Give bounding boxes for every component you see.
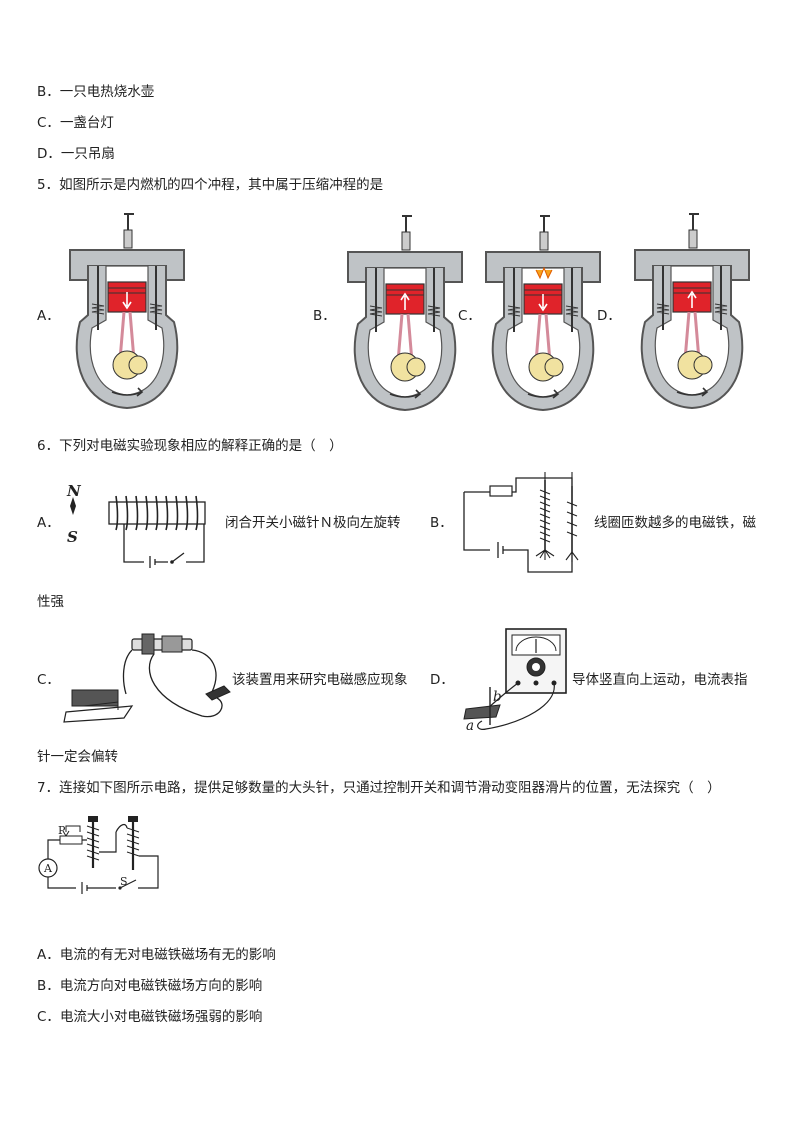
q6-option-b-letter: B． — [430, 515, 453, 531]
engine-b-figure — [347, 215, 463, 412]
wire-label-a: a — [466, 718, 475, 734]
q6-option-c-letter: C． — [37, 672, 60, 688]
ammeter-induction-figure — [463, 628, 567, 730]
generator-apparatus-figure — [63, 633, 231, 723]
q6-option-d-cont: 针一定会偏转 — [37, 749, 118, 765]
solenoid-circuit-figure — [70, 495, 206, 568]
q7-stem: 7．连接如下图所示电路，提供足够数量的大头针，只通过控制开关和调节滑动变阻器滑片… — [37, 780, 721, 796]
q5-option-d: D． — [597, 308, 621, 324]
q7-option-a: A．电流的有无对电磁铁磁场有无的影响 — [37, 947, 276, 963]
q6-option-a-letter: A． — [37, 515, 60, 531]
q4-option-b: B．一只电热烧水壶 — [37, 84, 155, 100]
engine-d-figure — [634, 213, 750, 410]
q6-option-c-text: 该装置用来研究电磁感应现象 — [232, 672, 408, 688]
q4-option-c: C．一盏台灯 — [37, 115, 114, 131]
q7-option-b: B．电流方向对电磁铁磁场方向的影响 — [37, 978, 263, 994]
engine-a-figure — [69, 213, 185, 410]
q7-circuit-figure — [38, 816, 159, 894]
q5-option-c: C． — [458, 308, 481, 324]
q5-stem: 5．如图所示是内燃机的四个冲程，其中属于压缩冲程的是 — [37, 177, 384, 193]
q5-option-b: B． — [313, 308, 336, 324]
q6-option-b-cont: 性强 — [37, 594, 64, 610]
q6-option-d-text: 导体竖直向上运动，电流表指 — [572, 672, 748, 688]
q7-option-c: C．电流大小对电磁铁磁场强弱的影响 — [37, 1009, 263, 1025]
ammeter-a-label: A — [44, 862, 52, 875]
compass-n-label: N — [67, 482, 81, 500]
q6-option-d-letter: D． — [430, 672, 454, 688]
compass-s-label: S — [67, 528, 78, 546]
switch-s-label: S — [120, 875, 128, 888]
slider-p-label: P — [58, 824, 66, 837]
q6-stem: 6．下列对电磁实验现象相应的解释正确的是（ ） — [37, 438, 343, 454]
engine-c-figure — [485, 215, 601, 412]
electromagnet-compare-figure — [463, 472, 579, 573]
q6-option-a-text: 闭合开关小磁针Ｎ极向左旋转 — [225, 515, 401, 531]
q5-option-a: A． — [37, 308, 60, 324]
q4-option-d: D．一只吊扇 — [37, 146, 115, 162]
wire-label-b: b — [493, 689, 502, 705]
q6-option-b-text: 线圈匝数越多的电磁铁，磁 — [594, 515, 756, 531]
